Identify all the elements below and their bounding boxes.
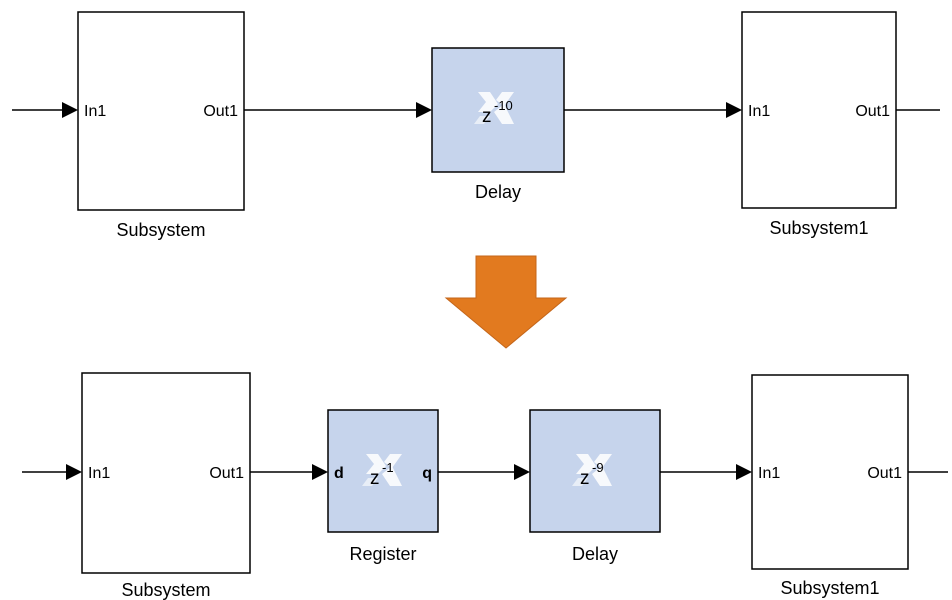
bottom-row: In1 Out1 Subsystem d z -1 q Register z -… [22,372,948,600]
z-symbol: z [482,106,492,127]
in-port-label: In1 [758,465,780,482]
z-exponent: -1 [382,460,394,475]
z-symbol: z [580,468,590,489]
arrowhead [736,464,752,480]
out-port-label: Out1 [855,103,890,120]
delay-block[interactable]: z -10 [431,47,565,173]
block-caption: Subsystem [121,580,210,600]
subsystem1-block[interactable]: In1 Out1 [741,11,897,209]
arrowhead [416,102,432,118]
d-port-label: d [334,465,344,482]
out-port-label: Out1 [209,465,244,482]
transform-arrow [444,255,568,349]
subsystem-block[interactable]: In1 Out1 [77,11,245,211]
z-symbol: z [370,468,380,489]
block-caption: Delay [572,544,618,564]
arrowhead [726,102,742,118]
z-exponent: -9 [592,460,604,475]
out-port-label: Out1 [867,465,902,482]
arrowhead [514,464,530,480]
block-caption: Subsystem [116,220,205,240]
arrowhead [66,464,82,480]
delay-block[interactable]: z -9 [529,409,661,533]
block-caption: Register [349,544,416,564]
top-row: In1 Out1 Subsystem z -10 Delay In1 Out1 … [12,11,940,240]
register-block[interactable]: d z -1 q [327,409,439,533]
block-caption: Delay [475,182,521,202]
q-port-label: q [422,465,432,482]
subsystem1-block[interactable]: In1 Out1 [751,374,909,570]
out-port-label: Out1 [203,103,238,120]
in-port-label: In1 [84,103,106,120]
arrowhead [312,464,328,480]
z-exponent: -10 [494,98,513,113]
block-caption: Subsystem1 [769,218,868,238]
arrowhead [62,102,78,118]
in-port-label: In1 [748,103,770,120]
block-caption: Subsystem1 [780,578,879,598]
subsystem-block[interactable]: In1 Out1 [81,372,251,574]
in-port-label: In1 [88,465,110,482]
